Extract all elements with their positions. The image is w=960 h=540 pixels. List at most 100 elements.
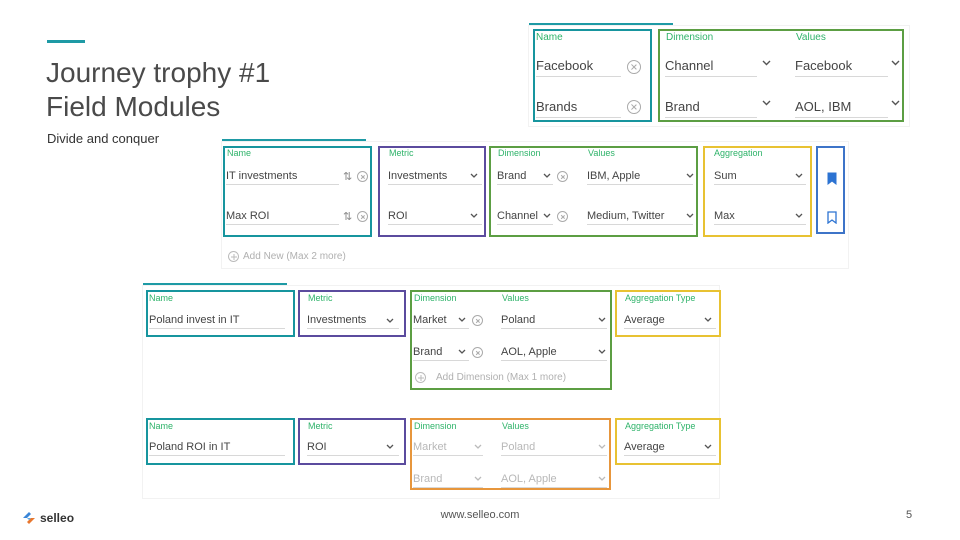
b2-values-select-2[interactable]: AOL, Apple [501, 473, 607, 488]
chevron-down-icon[interactable] [598, 349, 606, 354]
mid-aggregation-select-1[interactable]: Sum [714, 170, 806, 185]
mid-values-label: Values [588, 148, 615, 158]
chevron-down-icon[interactable] [474, 444, 482, 449]
b2-name-label: Name [149, 421, 174, 431]
mid-name-field-1[interactable]: IT investments [226, 170, 339, 185]
b1-aggregation-group [615, 290, 721, 337]
chevron-down-icon[interactable] [458, 349, 466, 354]
b1-name-label: Name [149, 293, 174, 303]
b1-metric-select[interactable]: Investments [307, 314, 399, 329]
add-dimension-button[interactable]: Add Dimension (Max 1 more) [436, 372, 567, 383]
b1-dimension-remove-icon-2[interactable] [472, 347, 483, 358]
b2-values-select-1[interactable]: Poland [501, 441, 607, 456]
chevron-down-icon[interactable] [762, 100, 771, 106]
top-values-label: Values [796, 32, 826, 43]
mid-name-field-2[interactable]: Max ROI [226, 210, 339, 225]
add-circle-icon[interactable] [415, 372, 426, 383]
b2-dimension-select-1[interactable]: Market [413, 441, 483, 456]
selleo-logo-icon [23, 512, 35, 524]
mid-metric-select-1[interactable]: Investments [388, 170, 482, 185]
chevron-down-icon[interactable] [891, 100, 900, 106]
chevron-down-icon[interactable] [386, 318, 394, 323]
b1-metric-group [298, 290, 406, 337]
mid-dimension-remove-icon-2[interactable] [557, 211, 568, 222]
footer-url[interactable]: www.selleo.com [440, 509, 520, 521]
b1-dimension-group [410, 290, 612, 390]
b1-values-select-2[interactable]: AOL, Apple [501, 346, 607, 361]
mid-values-select-1[interactable]: IBM, Apple [587, 170, 693, 185]
top-remove-icon-1[interactable] [627, 60, 641, 74]
mid-aggregation-label: Aggregation [714, 148, 763, 158]
top-values-select-1[interactable]: Facebook [795, 58, 888, 77]
mid-dimension-select-1[interactable]: Brand [497, 170, 553, 185]
b1-dimension-label: Dimension [414, 293, 457, 303]
sort-icon[interactable]: ⇅ [343, 211, 353, 223]
b1-aggregation-select[interactable]: Average [624, 314, 716, 329]
mid-aggregation-group [703, 146, 812, 237]
chevron-down-icon[interactable] [762, 60, 771, 66]
mid-remove-icon-1[interactable] [357, 171, 368, 182]
mid-metric-group [378, 146, 486, 237]
mid-dimension-select-2[interactable]: Channel [497, 210, 553, 225]
chevron-down-icon[interactable] [704, 444, 712, 449]
chevron-down-icon[interactable] [704, 317, 712, 322]
slide-title: Journey trophy #1 Field Modules [46, 56, 270, 124]
b2-name-field[interactable]: Poland ROI in IT [149, 441, 285, 456]
mid-values-select-2[interactable]: Medium, Twitter [587, 210, 693, 225]
mid-name-label: Name [227, 148, 252, 158]
add-new-button[interactable]: Add New (Max 2 more) [243, 251, 346, 262]
chevron-down-icon[interactable] [598, 444, 606, 449]
b1-dimension-select-1[interactable]: Market [413, 314, 469, 329]
b2-dimension-label: Dimension [414, 421, 457, 431]
sort-icon[interactable]: ⇅ [343, 171, 353, 183]
mid-metric-label: Metric [389, 148, 414, 158]
chevron-down-icon[interactable] [686, 213, 694, 218]
chevron-down-icon[interactable] [458, 317, 466, 322]
add-circle-icon[interactable] [228, 251, 239, 262]
b1-dimension-remove-icon-1[interactable] [472, 315, 483, 326]
title-line-1: Journey trophy #1 [46, 57, 271, 88]
b2-metric-select[interactable]: ROI [307, 441, 399, 456]
b1-name-field[interactable]: Poland invest in IT [149, 314, 285, 329]
chevron-down-icon[interactable] [543, 213, 551, 218]
chevron-down-icon[interactable] [474, 476, 482, 481]
chevron-down-icon[interactable] [598, 476, 606, 481]
chevron-down-icon[interactable] [386, 444, 394, 449]
top-panel-accent-bar [529, 23, 673, 26]
top-remove-icon-2[interactable] [627, 100, 641, 114]
mid-remove-icon-2[interactable] [357, 211, 368, 222]
chevron-down-icon[interactable] [470, 173, 478, 178]
b1-aggregation-label: Aggregation Type [625, 293, 696, 303]
mid-metric-select-2[interactable]: ROI [388, 210, 482, 225]
chevron-down-icon[interactable] [543, 173, 551, 178]
mid-dimension-remove-icon-1[interactable] [557, 171, 568, 182]
chevron-down-icon[interactable] [795, 173, 803, 178]
b1-dimension-select-2[interactable]: Brand [413, 346, 469, 361]
top-dimension-select-2[interactable]: Brand [665, 99, 757, 118]
chevron-down-icon[interactable] [795, 213, 803, 218]
top-name-field-2[interactable]: Brands [536, 99, 621, 118]
bottom-panel [143, 286, 719, 498]
chevron-down-icon[interactable] [891, 60, 900, 66]
top-name-field-1[interactable]: Facebook [536, 58, 621, 77]
chevron-down-icon[interactable] [470, 213, 478, 218]
title-line-2: Field Modules [46, 91, 221, 122]
b2-aggregation-select[interactable]: Average [624, 441, 716, 456]
title-accent-bar [47, 40, 85, 43]
top-values-select-2[interactable]: AOL, IBM [795, 99, 888, 118]
b2-dimension-group [410, 418, 611, 490]
b2-dimension-select-2[interactable]: Brand [413, 473, 483, 488]
bookmark-filled-icon[interactable] [827, 172, 837, 190]
bottom-panel-accent-bar [143, 283, 287, 286]
mid-aggregation-select-2[interactable]: Max [714, 210, 806, 225]
top-dimension-group [658, 29, 904, 122]
top-dimension-select-1[interactable]: Channel [665, 58, 757, 77]
bookmark-outline-icon[interactable] [827, 211, 837, 229]
chevron-down-icon[interactable] [686, 173, 694, 178]
top-name-label: Name [536, 32, 563, 43]
chevron-down-icon[interactable] [598, 317, 606, 322]
b1-values-select-1[interactable]: Poland [501, 314, 607, 329]
mid-bookmark-group [816, 146, 845, 234]
b1-name-group [146, 290, 295, 337]
b2-aggregation-label: Aggregation Type [625, 421, 696, 431]
